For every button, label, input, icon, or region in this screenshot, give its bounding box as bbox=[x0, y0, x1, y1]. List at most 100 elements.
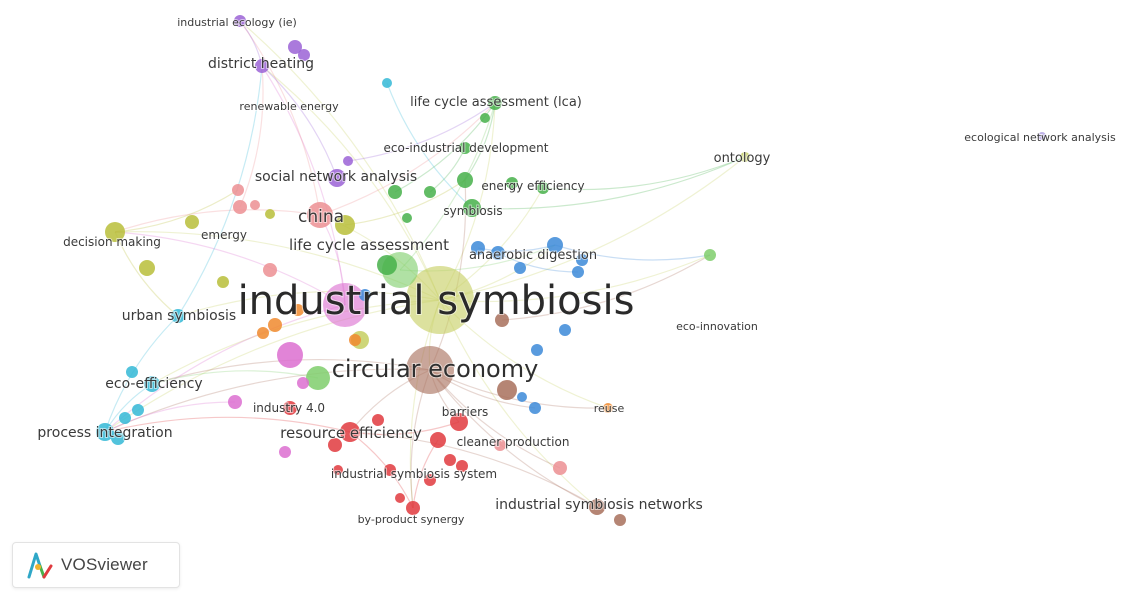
network-node[interactable] bbox=[255, 59, 269, 73]
network-node[interactable] bbox=[547, 237, 563, 253]
network-node[interactable] bbox=[265, 209, 275, 219]
network-node[interactable] bbox=[306, 366, 330, 390]
network-node[interactable] bbox=[402, 213, 412, 223]
network-node[interactable] bbox=[531, 344, 543, 356]
network-node[interactable] bbox=[514, 262, 526, 274]
label-eco-innovation[interactable]: eco-innovation bbox=[675, 319, 759, 334]
label-china[interactable]: china bbox=[297, 206, 345, 228]
network-node[interactable] bbox=[132, 404, 144, 416]
network-node[interactable] bbox=[471, 241, 485, 255]
label-social-network-analysis[interactable]: social network analysis bbox=[254, 168, 418, 186]
network-node[interactable] bbox=[257, 327, 269, 339]
label-renewable-energy[interactable]: renewable energy bbox=[238, 99, 340, 114]
label-industrial-symbiosis[interactable]: industrial symbiosis bbox=[237, 277, 636, 325]
label-decision-making[interactable]: decision making bbox=[62, 234, 162, 250]
network-node[interactable] bbox=[171, 309, 185, 323]
network-node[interactable] bbox=[494, 439, 506, 451]
network-node[interactable] bbox=[96, 423, 114, 441]
label-industrial-symbiosis-networks[interactable]: industrial symbiosis networks bbox=[494, 496, 704, 514]
label-emergy[interactable]: emergy bbox=[200, 227, 248, 243]
network-node[interactable] bbox=[517, 392, 527, 402]
network-node[interactable] bbox=[424, 474, 436, 486]
network-node[interactable] bbox=[506, 177, 518, 189]
label-energy-efficiency[interactable]: energy efficiency bbox=[480, 178, 585, 194]
network-node[interactable] bbox=[559, 324, 571, 336]
network-node[interactable] bbox=[377, 255, 397, 275]
network-node[interactable] bbox=[424, 186, 436, 198]
network-node[interactable] bbox=[233, 200, 247, 214]
network-node[interactable] bbox=[459, 142, 471, 154]
network-node[interactable] bbox=[349, 334, 361, 346]
label-circular-economy[interactable]: circular economy bbox=[331, 354, 540, 384]
network-node[interactable] bbox=[277, 342, 303, 368]
network-node[interactable] bbox=[537, 182, 549, 194]
network-node[interactable] bbox=[323, 283, 367, 327]
network-node[interactable] bbox=[335, 215, 355, 235]
label-eco-industrial-development[interactable]: eco-industrial development bbox=[383, 140, 550, 156]
label-by-product-synergy[interactable]: by-product synergy bbox=[357, 512, 466, 527]
network-node[interactable] bbox=[740, 152, 750, 162]
label-urban-symbiosis[interactable]: urban symbiosis bbox=[121, 307, 237, 325]
label-barriers[interactable]: barriers bbox=[441, 404, 490, 420]
network-node[interactable] bbox=[228, 395, 242, 409]
network-node[interactable] bbox=[298, 49, 310, 61]
network-node[interactable] bbox=[603, 403, 613, 413]
label-anaerobic-digestion[interactable]: anaerobic digestion bbox=[468, 247, 598, 264]
network-node[interactable] bbox=[450, 413, 468, 431]
network-node[interactable] bbox=[268, 318, 282, 332]
label-symbiosis[interactable]: symbiosis bbox=[442, 203, 503, 219]
network-node[interactable] bbox=[307, 202, 333, 228]
network-node[interactable] bbox=[232, 184, 244, 196]
network-node[interactable] bbox=[444, 454, 456, 466]
network-node[interactable] bbox=[292, 304, 304, 316]
network-node[interactable] bbox=[395, 493, 405, 503]
network-node[interactable] bbox=[406, 266, 474, 334]
network-node[interactable] bbox=[340, 422, 360, 442]
network-node[interactable] bbox=[185, 215, 199, 229]
label-eco-efficiency[interactable]: eco-efficiency bbox=[104, 375, 203, 393]
network-node[interactable] bbox=[372, 414, 384, 426]
network-node[interactable] bbox=[491, 246, 505, 260]
network-node[interactable] bbox=[529, 402, 541, 414]
network-node[interactable] bbox=[406, 346, 454, 394]
network-node[interactable] bbox=[217, 276, 229, 288]
label-resource-efficiency[interactable]: resource efficiency bbox=[279, 423, 423, 443]
network-node[interactable] bbox=[572, 266, 584, 278]
network-node[interactable] bbox=[406, 501, 420, 515]
network-node[interactable] bbox=[480, 113, 490, 123]
network-node[interactable] bbox=[553, 461, 567, 475]
label-cleaner-production[interactable]: cleaner production bbox=[456, 434, 571, 450]
network-node[interactable] bbox=[126, 366, 138, 378]
network-node[interactable] bbox=[430, 432, 446, 448]
network-node[interactable] bbox=[359, 289, 371, 301]
network-node[interactable] bbox=[488, 96, 502, 110]
network-node[interactable] bbox=[111, 431, 125, 445]
network-node[interactable] bbox=[382, 78, 392, 88]
label-ontology[interactable]: ontology bbox=[713, 150, 772, 167]
network-node[interactable] bbox=[297, 377, 309, 389]
label-industrial-ecology[interactable]: industrial ecology (ie) bbox=[176, 15, 298, 30]
network-node[interactable] bbox=[589, 499, 605, 515]
network-node[interactable] bbox=[139, 260, 155, 276]
label-industrial-symbiosis-system[interactable]: industrial symbiosis system bbox=[330, 466, 498, 482]
network-node[interactable] bbox=[343, 156, 353, 166]
network-node[interactable] bbox=[614, 514, 626, 526]
network-node[interactable] bbox=[105, 222, 125, 242]
network-node[interactable] bbox=[457, 172, 473, 188]
network-node[interactable] bbox=[704, 249, 716, 261]
network-node[interactable] bbox=[279, 446, 291, 458]
network-node[interactable] bbox=[576, 254, 588, 266]
network-node[interactable] bbox=[234, 15, 246, 27]
network-node[interactable] bbox=[384, 464, 396, 476]
network-node[interactable] bbox=[328, 169, 346, 187]
label-industry-40[interactable]: industry 4.0 bbox=[252, 400, 326, 416]
network-node[interactable] bbox=[456, 460, 468, 472]
label-ecological-network-analysis[interactable]: ecological network analysis bbox=[963, 130, 1117, 145]
network-node[interactable] bbox=[328, 438, 342, 452]
network-node[interactable] bbox=[463, 199, 481, 217]
network-node[interactable] bbox=[388, 185, 402, 199]
network-node[interactable] bbox=[497, 380, 517, 400]
network-node[interactable] bbox=[495, 313, 509, 327]
label-district-heating[interactable]: district heating bbox=[207, 55, 315, 73]
